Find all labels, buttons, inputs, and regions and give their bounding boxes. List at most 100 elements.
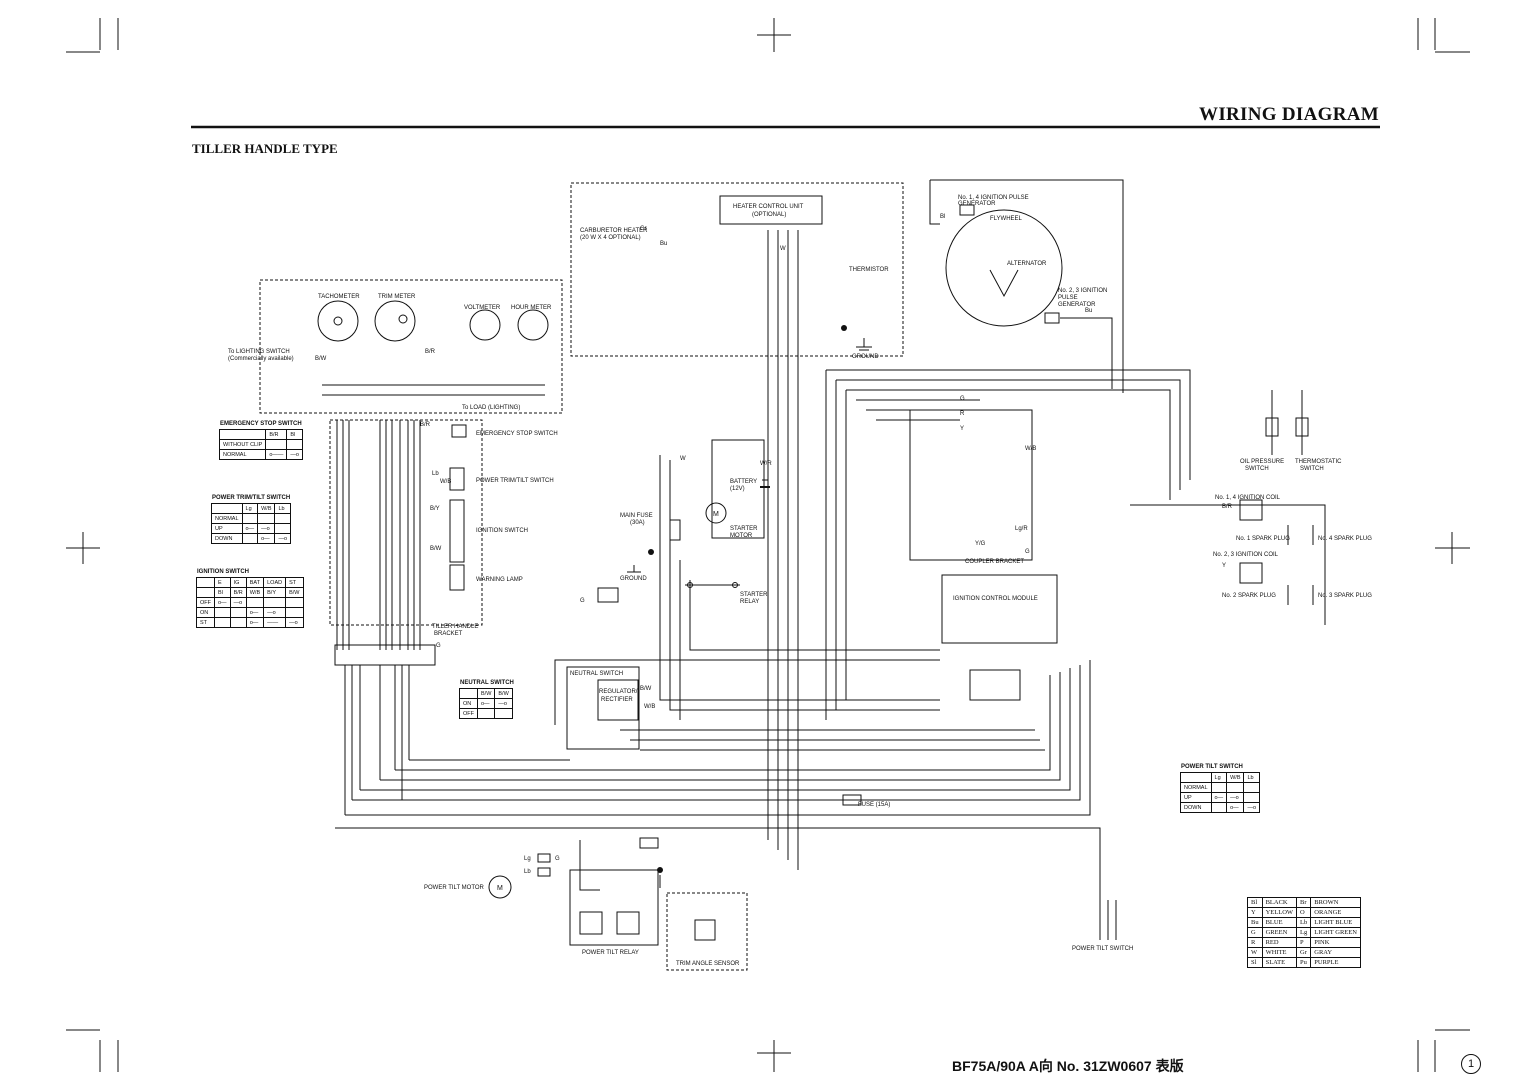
power-tilt-switch-label: POWER TILT SWITCH xyxy=(1072,946,1133,952)
generator-23-label: GENERATOR xyxy=(1058,302,1096,308)
wire-code: W/B xyxy=(644,704,655,710)
main-fuse-spec-label: (30A) xyxy=(630,520,645,526)
bracket-label: BRACKET xyxy=(434,631,463,637)
wire-code: B/W xyxy=(640,686,652,692)
pulse-23-label: PULSE xyxy=(1058,295,1078,301)
wire-code: Lb xyxy=(524,869,531,875)
wire-code: G xyxy=(580,598,585,604)
section-title: TILLER HANDLE TYPE xyxy=(192,141,338,156)
wire-code: B/W xyxy=(430,546,442,552)
to-lighting-switch-label: To LIGHTING SWITCH xyxy=(228,349,290,355)
wire-code: B/R xyxy=(425,349,436,355)
wire-code: W/R xyxy=(760,461,772,467)
wire-code: Bu xyxy=(660,241,667,247)
emergency-stop-switch-label: EMERGENCY STOP SWITCH xyxy=(476,431,558,437)
main-harness xyxy=(335,659,1101,900)
neutral-table-title: NEUTRAL SWITCH xyxy=(460,680,514,686)
wire-code: Y xyxy=(960,426,964,432)
starter-motor-label-1: STARTER xyxy=(730,526,758,532)
ignition-control-module-box xyxy=(941,574,1058,644)
crop-marks xyxy=(66,18,1470,1072)
oil-switch-label: SWITCH xyxy=(1245,466,1269,472)
commercially-available-label: (Commercially available) xyxy=(228,356,294,362)
wire-code: Y/G xyxy=(975,541,986,547)
ignition-table-title: IGNITION SWITCH xyxy=(197,569,249,575)
ground-top-label: GROUND xyxy=(852,354,879,360)
starter-motor-symbol: M xyxy=(713,511,719,518)
wire-code: Lg/R xyxy=(1015,526,1028,532)
regulator-label: REGULATOR/ xyxy=(599,689,638,695)
starter-motor-label-2: MOTOR xyxy=(730,533,753,539)
starter-motor-circle xyxy=(705,502,727,524)
heater-control-unit-label: HEATER CONTROL UNIT xyxy=(733,204,804,210)
wire-code: G xyxy=(555,856,560,862)
starter-relay-label-1: STARTER xyxy=(740,592,768,598)
ignition-pulse-23-label: No. 2, 3 IGNITION xyxy=(1058,288,1107,294)
thermostatic-label: THERMOSTATIC xyxy=(1295,459,1342,465)
tiller-handle-label: TILLER HANDLE xyxy=(432,624,478,630)
carburetor-heater-label: CARBURETOR HEATER xyxy=(580,228,648,234)
alternator-label: ALTERNATOR xyxy=(1007,261,1047,267)
heater-optional-label: (OPTIONAL) xyxy=(752,212,786,218)
wire-code: B/W xyxy=(315,356,327,362)
generator-14-label: GENERATOR xyxy=(958,201,996,207)
tachometer-label: TACHOMETER xyxy=(318,294,360,300)
wire-code: B/R xyxy=(420,422,431,428)
ignition-coil-23-label: No. 2, 3 IGNITION COIL xyxy=(1213,552,1279,558)
wire-code: W xyxy=(680,456,686,462)
footer-document-code: BF75A/90A A向 No. 31ZW0607 表版 xyxy=(952,1058,1184,1074)
flywheel-label: FLYWHEEL xyxy=(990,216,1023,222)
left-harness xyxy=(322,384,545,666)
battery-spec-label: (12V) xyxy=(730,486,745,492)
thermistor-label: THERMISTOR xyxy=(849,267,889,273)
voltmeter-label: VOLTMETER xyxy=(464,305,501,311)
wire-code: B/R xyxy=(1222,504,1233,510)
wire-code: G xyxy=(436,643,441,649)
carburetor-heater-spec-label: (20 W X 4 OPTIONAL) xyxy=(580,235,641,241)
battery-label: BATTERY xyxy=(730,479,757,485)
warning-lamp-label: WARNING LAMP xyxy=(476,577,523,583)
power-tilt-motor-symbol: M xyxy=(497,885,503,892)
page-title: WIRING DIAGRAM xyxy=(1199,104,1379,125)
thermo-switch-label: SWITCH xyxy=(1300,466,1324,472)
spark-plug-2-label: No. 2 SPARK PLUG xyxy=(1222,593,1276,599)
emergency-table-title: EMERGENCY STOP SWITCH xyxy=(220,421,302,427)
center-routing xyxy=(579,230,1191,891)
flywheel-circle xyxy=(945,209,1063,327)
ignition-pulse-14-label: No. 1, 4 IGNITION PULSE xyxy=(958,195,1029,201)
wire-code: W/B xyxy=(1025,446,1036,452)
spark-plug-4-label: No. 4 SPARK PLUG xyxy=(1318,536,1372,542)
hour-meter-label: HOUR METER xyxy=(511,305,552,311)
ignition-coil-14-label: No. 1, 4 IGNITION COIL xyxy=(1215,495,1281,501)
hour-meter-gauge xyxy=(517,309,549,341)
ignition-switch-label: IGNITION SWITCH xyxy=(476,528,528,534)
voltmeter-gauge xyxy=(469,309,501,341)
power-tilt-relay-label: POWER TILT RELAY xyxy=(582,950,639,956)
trim-meter-gauge xyxy=(374,300,416,342)
starter-relay-label-2: RELAY xyxy=(740,599,759,605)
wire-code: Y xyxy=(1222,563,1226,569)
footer-page-number: 1 xyxy=(1461,1054,1481,1074)
tachometer-gauge xyxy=(317,300,359,342)
power-tilt-motor-circle xyxy=(488,875,512,899)
power-tilt-motor-label: POWER TILT MOTOR xyxy=(424,885,485,891)
power-trim-tilt-switch-label: POWER TRIM/TILT SWITCH xyxy=(476,478,554,484)
to-load-label: To LOAD (LIGHTING) xyxy=(462,405,520,411)
neutral-switch-label: NEUTRAL SWITCH xyxy=(570,671,623,677)
wire-code: Lg xyxy=(524,856,531,862)
wire-code: B/Y xyxy=(430,506,440,512)
